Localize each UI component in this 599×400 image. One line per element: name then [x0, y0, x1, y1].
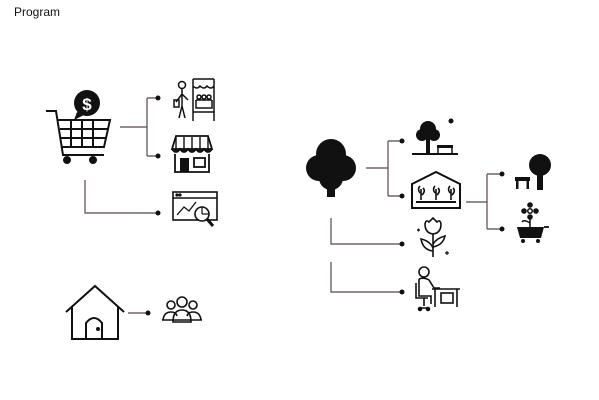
greenhouse-icon	[411, 170, 461, 209]
cart-analytics-connector	[84, 180, 158, 214]
connector-dot	[155, 153, 161, 159]
person-at-desk-icon	[415, 266, 460, 312]
shopping-cart-dollar-icon: $	[46, 90, 112, 164]
connector-dot	[399, 241, 405, 247]
tree-desk-connector	[330, 262, 402, 293]
tree-branch-connector	[366, 140, 402, 197]
storefront-icon	[170, 135, 214, 173]
connector-dot	[499, 171, 505, 177]
park-bench-tree-icon	[412, 118, 458, 155]
flower-cart-icon	[517, 202, 549, 243]
house-icon	[65, 284, 125, 340]
svg-text:$: $	[82, 95, 92, 114]
bench-tree-icon	[515, 154, 551, 190]
community-group-icon	[162, 296, 202, 323]
cart-branch-connector	[120, 97, 158, 157]
tree-tulip-connector	[330, 218, 402, 245]
connector-dot	[145, 310, 151, 316]
connector-dot	[155, 95, 161, 101]
connector-dot	[155, 210, 161, 216]
tulip-flower-icon	[417, 216, 449, 257]
market-stall-vendor-icon	[173, 78, 215, 121]
tree-icon	[306, 139, 356, 197]
connector-dot	[399, 289, 405, 295]
connector-dots	[145, 95, 505, 316]
connector-dot	[499, 226, 505, 232]
page-title: Program	[14, 5, 61, 19]
connectors	[84, 97, 502, 314]
connector-dot	[399, 138, 405, 144]
web-analytics-icon	[172, 191, 218, 227]
connector-dot	[399, 193, 405, 199]
greenhouse-branch-connector	[466, 173, 502, 230]
